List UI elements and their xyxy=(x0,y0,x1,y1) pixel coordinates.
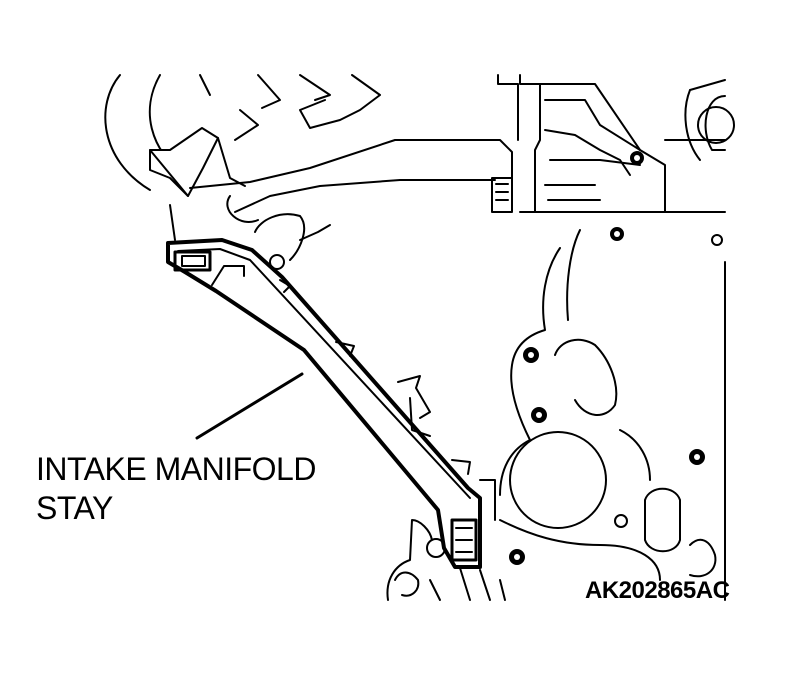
intake-manifold-stay xyxy=(166,238,496,569)
figure-code: AK202865AC xyxy=(585,577,730,604)
callout-leader-line xyxy=(195,372,304,440)
callout-label-line-1: INTAKE MANIFOLD xyxy=(36,451,316,487)
alternator-bracket xyxy=(169,139,513,270)
timing-chain-case xyxy=(497,74,735,601)
alternator-pulley xyxy=(104,74,381,197)
callout-label-line-2: STAY xyxy=(36,490,113,526)
